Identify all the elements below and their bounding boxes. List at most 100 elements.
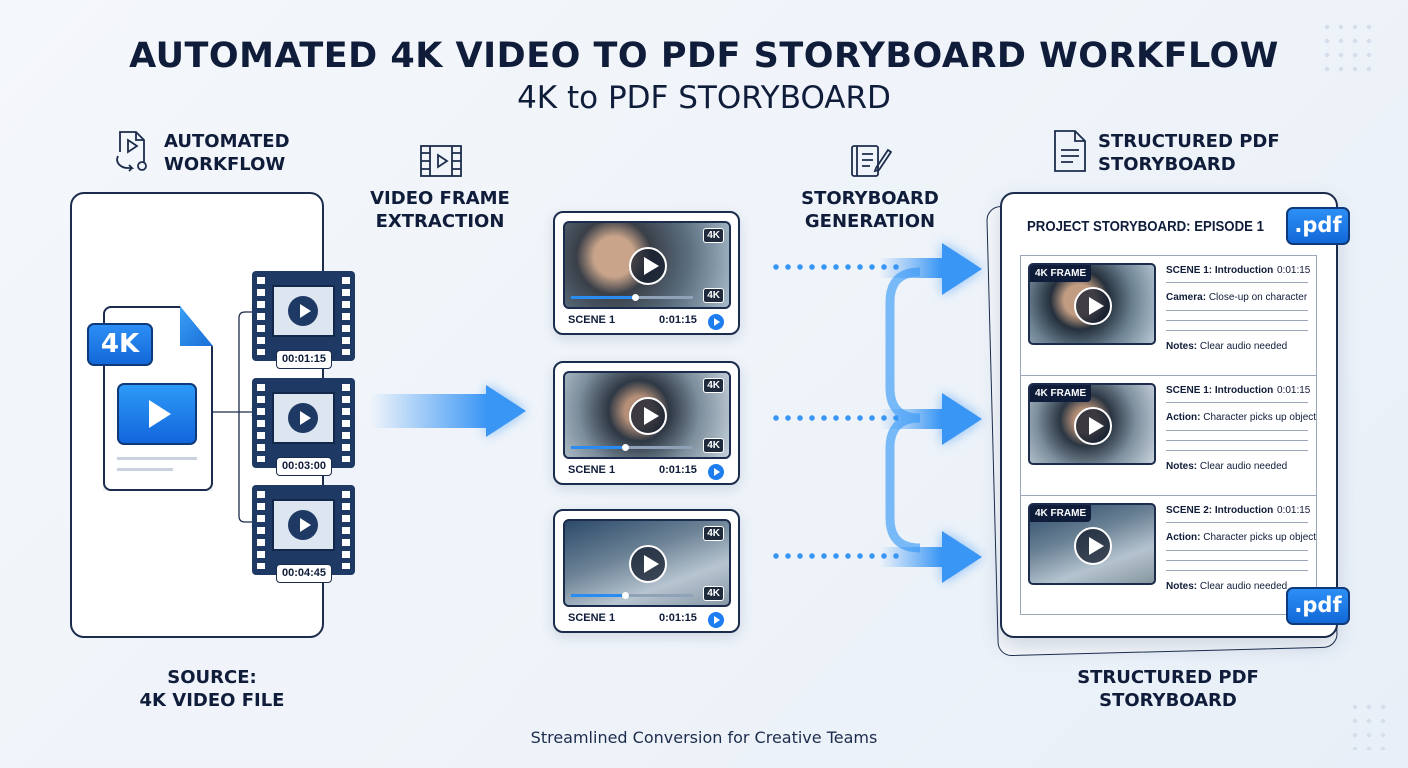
scene-label: SCENE 1 bbox=[568, 314, 616, 326]
notebook-pen-icon bbox=[851, 145, 892, 177]
flow-arrow-shaft bbox=[880, 258, 942, 278]
scene-title: SCENE 2: Introduction bbox=[1166, 505, 1274, 516]
flow-arrow-head bbox=[942, 531, 982, 583]
footer-caption: Streamlined Conversion for Creative Team… bbox=[530, 728, 878, 747]
field-label: Action: bbox=[1166, 532, 1201, 543]
flow-arrow-shaft bbox=[880, 547, 942, 567]
dotted-arrow bbox=[770, 553, 900, 559]
pdf-title: PROJECT STORYBOARD: EPISODE 1 bbox=[1027, 218, 1264, 235]
heading-line: STORYBOARD bbox=[801, 188, 939, 209]
4k-tag: 4K bbox=[703, 228, 724, 243]
4k-tag: 4K bbox=[703, 378, 724, 393]
scene-title: SCENE 1: Introduction bbox=[1166, 385, 1274, 396]
progress-bar[interactable] bbox=[571, 592, 693, 599]
scene-time: 0:01:15 bbox=[1277, 505, 1311, 516]
flow-arrow-shaft bbox=[370, 394, 488, 428]
heading-line: EXTRACTION bbox=[375, 211, 505, 232]
pdf-badge: .pdf bbox=[1286, 207, 1350, 245]
frame-label: 4K FRAME bbox=[1030, 385, 1092, 402]
scene-time: 0:01:15 bbox=[659, 612, 697, 624]
play-icon[interactable] bbox=[708, 314, 724, 330]
video-file-workflow-icon bbox=[116, 131, 147, 172]
progress-bar[interactable] bbox=[571, 294, 693, 301]
field-value: Close-up on character bbox=[1208, 292, 1308, 303]
field-value: Character picks up object bbox=[1203, 412, 1317, 423]
play-icon bbox=[1074, 287, 1112, 325]
notes-value: Clear audio needed bbox=[1199, 341, 1288, 352]
play-icon[interactable] bbox=[708, 464, 724, 480]
heading-line: GENERATION bbox=[804, 211, 936, 232]
label-line: SOURCE: bbox=[167, 667, 257, 688]
play-icon bbox=[629, 397, 667, 435]
film-frame-icon bbox=[420, 145, 462, 177]
field-label: Action: bbox=[1166, 412, 1201, 423]
frame-thumbnail: 4K FRAME bbox=[1028, 503, 1156, 585]
heading-line: WORKFLOW bbox=[164, 154, 286, 175]
scene-card[interactable]: 4K 4K SCENE 1 0:01:15 bbox=[553, 211, 740, 335]
play-button-icon bbox=[117, 383, 197, 445]
scene-thumbnail: 4K 4K bbox=[563, 221, 731, 309]
flow-arrow-shaft bbox=[880, 409, 942, 429]
frame-label: 4K FRAME bbox=[1030, 265, 1092, 282]
play-icon bbox=[1074, 527, 1112, 565]
film-frame: 00:03:00 bbox=[252, 378, 355, 476]
4k-tag: 4K bbox=[703, 586, 724, 601]
page-title: AUTOMATED 4K VIDEO TO PDF STORYBOARD WOR… bbox=[129, 36, 1279, 76]
play-icon[interactable] bbox=[708, 612, 724, 628]
flow-arrow-head bbox=[486, 385, 526, 437]
notes-label: Notes: bbox=[1166, 461, 1198, 472]
dotted-arrow bbox=[770, 264, 900, 270]
play-icon bbox=[288, 510, 318, 540]
scene-title: SCENE 1: Introduction bbox=[1166, 265, 1274, 276]
heading-line: STRUCTURED PDF bbox=[1098, 131, 1280, 152]
flow-arrow-head bbox=[942, 393, 982, 445]
film-frame: 00:01:15 bbox=[252, 271, 355, 369]
4k-tag: 4K bbox=[703, 288, 724, 303]
4k-tag: 4K bbox=[703, 526, 724, 541]
label-line: 4K VIDEO FILE bbox=[139, 690, 285, 711]
timestamp: 00:03:00 bbox=[276, 457, 332, 476]
dotted-arrow bbox=[770, 415, 900, 421]
play-icon bbox=[629, 545, 667, 583]
decorative-dot-grid bbox=[1320, 20, 1380, 80]
play-icon bbox=[1074, 407, 1112, 445]
source-label: SOURCE:4K VIDEO FILE bbox=[112, 666, 312, 712]
heading-line: AUTOMATED bbox=[164, 131, 290, 152]
document-icon bbox=[1054, 130, 1086, 172]
file-text-line bbox=[117, 457, 197, 460]
scene-time: 0:01:15 bbox=[659, 314, 697, 326]
progress-bar[interactable] bbox=[571, 444, 693, 451]
4k-tag: 4K bbox=[703, 438, 724, 453]
frame-label: 4K FRAME bbox=[1030, 505, 1092, 522]
scene-thumbnail: 4K 4K bbox=[563, 371, 731, 459]
notes-label: Notes: bbox=[1166, 341, 1198, 352]
heading-line: VIDEO FRAME bbox=[370, 188, 510, 209]
field-label: Camera: bbox=[1166, 292, 1207, 303]
frame-thumbnail: 4K FRAME bbox=[1028, 383, 1156, 465]
4k-badge: 4K bbox=[87, 323, 153, 366]
play-icon bbox=[288, 403, 318, 433]
flow-arrow-head bbox=[942, 243, 982, 295]
scene-time: 0:01:15 bbox=[1277, 265, 1311, 276]
page-subtitle: 4K to PDF STORYBOARD bbox=[517, 80, 891, 116]
scene-thumbnail: 4K 4K bbox=[563, 519, 731, 607]
scene-label: SCENE 1 bbox=[568, 612, 616, 624]
pdf-badge: .pdf bbox=[1286, 587, 1350, 625]
play-icon bbox=[288, 296, 318, 326]
scene-time: 0:01:15 bbox=[659, 464, 697, 476]
label-line: STRUCTURED PDF bbox=[1077, 667, 1259, 688]
label-line: STORYBOARD bbox=[1099, 690, 1237, 711]
notes-value: Clear audio needed bbox=[1199, 581, 1288, 592]
play-icon bbox=[629, 247, 667, 285]
timestamp: 00:04:45 bbox=[276, 564, 332, 583]
heading-line: STORYBOARD bbox=[1098, 154, 1236, 175]
scene-card[interactable]: 4K 4K SCENE 1 0:01:15 bbox=[553, 509, 740, 633]
